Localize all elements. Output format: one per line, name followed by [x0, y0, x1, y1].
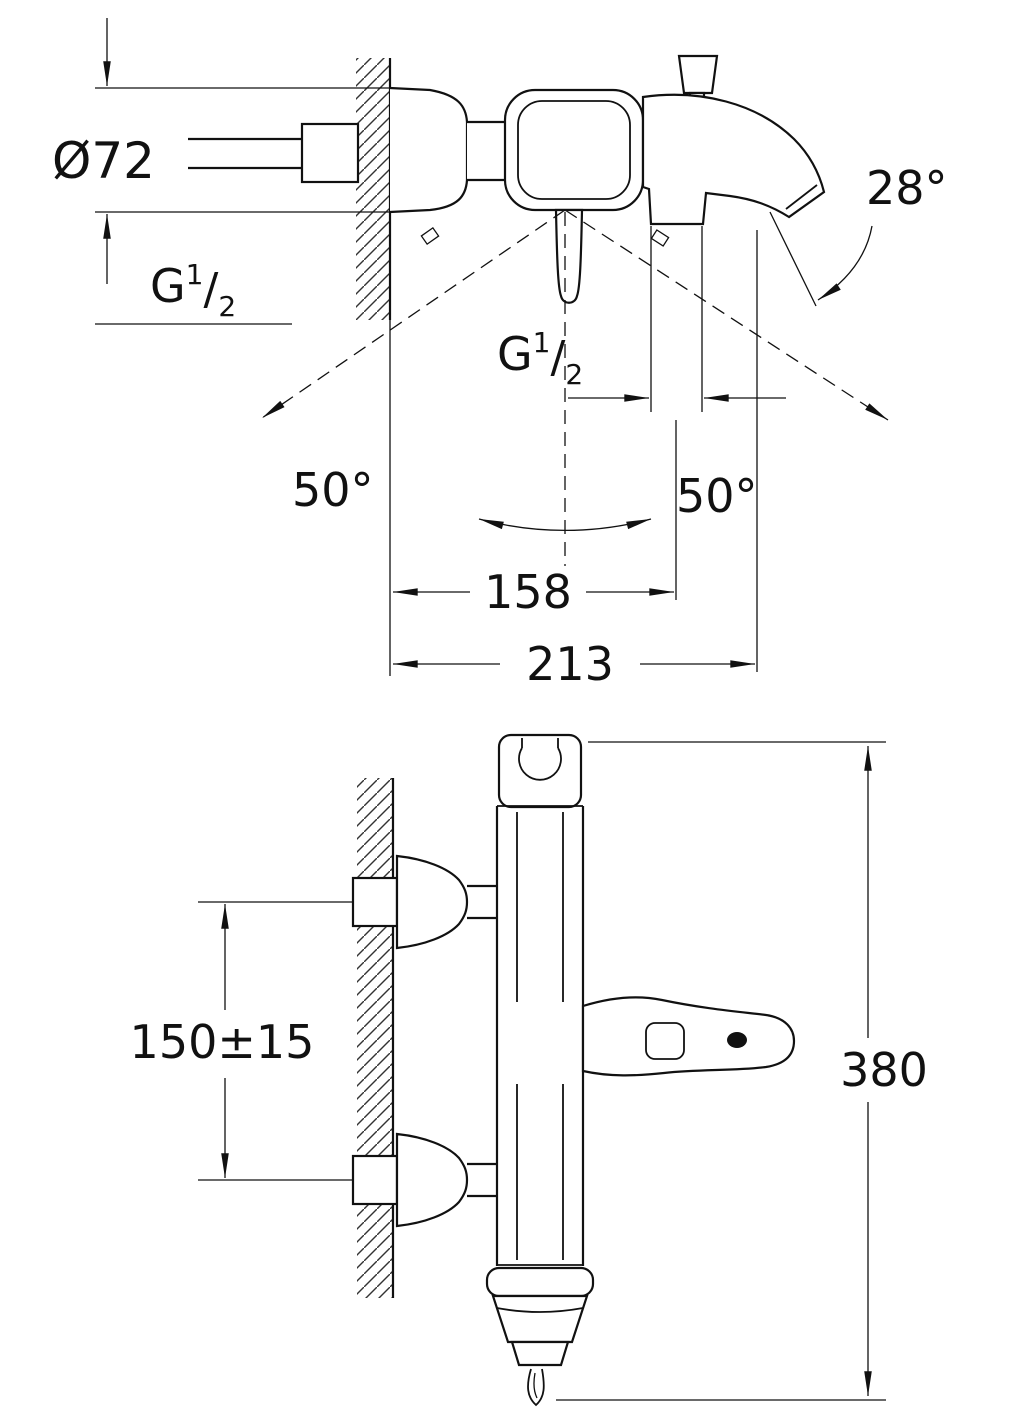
cross-handle [581, 996, 796, 1077]
swing-line-right [564, 209, 889, 421]
escutcheon-side [389, 86, 469, 214]
wall-hatch [356, 58, 390, 320]
aerator [510, 1340, 570, 1367]
valve-body-inner [517, 100, 631, 200]
dim-158: 158 [393, 420, 677, 619]
outlet-thread-label: G1/2 [497, 326, 583, 391]
dim-total-height: 380 [556, 741, 928, 1401]
lever-tip-right [650, 229, 670, 247]
connector-fill [467, 122, 507, 180]
water-stream-inner [533, 1372, 538, 1399]
dim-213: 213 [393, 230, 758, 691]
diameter-dimension: Ø72 [52, 18, 390, 284]
diverter-knob [677, 54, 719, 95]
bottom-outlet [485, 1264, 595, 1407]
handle-marker-dot [727, 1032, 747, 1048]
connection-nut-bottom [351, 1154, 399, 1206]
wall-thread-dimension: G1/2 [95, 258, 292, 325]
connection-spacing-label: 150±15 [130, 1015, 315, 1069]
handle-button [645, 1022, 685, 1060]
supply-nut [300, 122, 360, 184]
wall-thread-label: G1/2 [150, 258, 236, 323]
dim-connection-spacing: 150±15 [130, 901, 352, 1181]
dim-158-label: 158 [484, 565, 572, 619]
swing-arc [478, 518, 652, 532]
height-dimension-label: 380 [840, 1043, 928, 1097]
body-top-cap [497, 733, 583, 809]
connection-nut-top [351, 876, 399, 928]
dim-213-label: 213 [526, 637, 614, 691]
escutcheon-bottom-front [395, 1132, 469, 1228]
spout-angle-label: 28° [866, 161, 948, 215]
handle-outline [581, 996, 796, 1077]
outlet-thread-dimension: G1/2 [497, 226, 786, 412]
lever-tip-left [420, 226, 440, 246]
lever-handle-side [554, 208, 584, 304]
spout-angle-dimension: 28° [769, 161, 948, 307]
escutcheon-top-front [395, 854, 469, 950]
shower-hook [518, 747, 562, 781]
wall-connection-top [351, 854, 497, 950]
swing-angle-left-label: 50° [292, 463, 374, 517]
outlet-flange [485, 1266, 595, 1298]
swing-line-left [261, 209, 566, 419]
spout [641, 93, 826, 226]
diameter-dimension-label: Ø72 [52, 132, 155, 190]
wall-connection-bottom [351, 1132, 497, 1228]
water-stream-outer [527, 1368, 545, 1407]
side-view: Ø72 G1/2 50° [52, 18, 948, 691]
swing-angle-right-label: 50° [676, 469, 758, 523]
wall-hatch-front [357, 778, 393, 1298]
outlet-cup [491, 1294, 589, 1344]
spout-aerator-line [785, 184, 818, 210]
front-view: 150±15 380 [130, 733, 928, 1407]
